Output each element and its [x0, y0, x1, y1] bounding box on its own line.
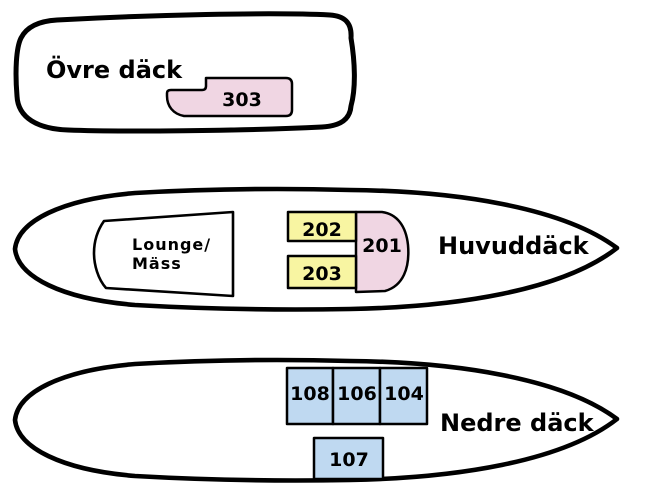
- cabin-202: [286, 210, 358, 243]
- deck-main: Lounge/ Mäss 202 203 201 Huvuddäck: [12, 186, 620, 312]
- deck-main-label: Huvuddäck: [438, 232, 590, 260]
- cabin-106-label: 106: [337, 383, 377, 405]
- lounge-label-line2: Mäss: [132, 254, 182, 273]
- deck-lower-label: Nedre däck: [440, 409, 595, 437]
- cabin-106: [331, 366, 382, 426]
- cabin-107-label: 107: [329, 449, 369, 471]
- cabin-203-label: 203: [302, 263, 342, 285]
- cabin-303-label: 303: [222, 89, 262, 111]
- cabin-201-label: 201: [362, 235, 402, 257]
- cabin-202-label: 202: [302, 219, 342, 241]
- deck-upper: 303 Övre däck: [13, 11, 357, 134]
- lounge-area: [92, 210, 235, 298]
- cabin-104-label: 104: [384, 383, 424, 405]
- cabin-203: [286, 254, 358, 290]
- deck-lower: 108 106 104 107 Nedre däck: [12, 357, 620, 483]
- cabin-107: [312, 436, 385, 481]
- lounge-label-line1: Lounge/: [132, 235, 211, 254]
- deck-upper-label: Övre däck: [46, 54, 183, 84]
- cabin-104: [378, 366, 429, 426]
- cabin-108: [285, 366, 335, 426]
- cabin-303: [165, 76, 294, 118]
- cabin-108-label: 108: [290, 383, 330, 405]
- cabin-201: [354, 210, 410, 294]
